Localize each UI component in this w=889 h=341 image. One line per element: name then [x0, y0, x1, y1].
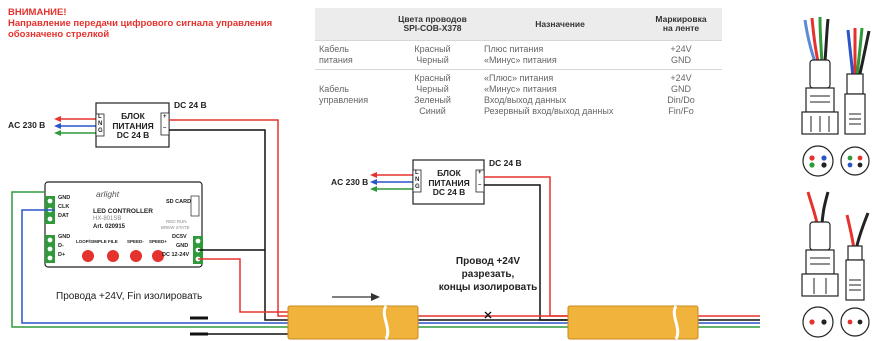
psu1-terminal-l: L	[98, 114, 102, 120]
psu2-terminal-g: G	[415, 184, 420, 190]
controller-pin-clk: CLK	[58, 204, 70, 210]
psu1-ac-input-label: AC 230 В	[8, 120, 46, 130]
led-strip-1	[287, 305, 419, 340]
direction-arrow	[332, 293, 380, 301]
connector-illustration-4pin-b	[840, 27, 871, 176]
warning-line-1: Направление передачи цифрового сигнала у…	[8, 18, 273, 29]
button-loop-simple	[82, 250, 94, 262]
cell-marking: +24V GND	[640, 40, 722, 70]
psu1-output-wires	[169, 119, 288, 321]
button-speed-plus	[152, 250, 164, 262]
psu2-terminal-plus: +	[478, 170, 482, 176]
warning-title: ВНИМАНИЕ!	[8, 7, 67, 18]
wire-spec-table: Цвета проводов SPI-COB-X378 Назначение М…	[315, 8, 722, 120]
controller-pin-gnd-right: GND	[176, 243, 189, 249]
ac-input-arrows-1	[54, 116, 96, 136]
power-supply-1	[95, 102, 170, 148]
controller-title: LED CONTROLLER	[93, 208, 153, 215]
cell-colors: Красный Черный Зеленый Синий	[385, 69, 480, 120]
isolate-note: Провода +24V, Fin изолировать	[56, 291, 203, 302]
connector-illustration-2pin-b	[840, 212, 870, 337]
button-file	[107, 250, 119, 262]
strip-through-wires	[418, 311, 760, 328]
header-cable	[315, 8, 385, 41]
controller-output-wires	[11, 191, 288, 336]
controller-brand-logo: arlight	[96, 189, 120, 199]
psu2-terminal-l: L	[415, 170, 419, 176]
controller-article: Art. 020915	[93, 224, 126, 230]
cell-cable: Кабель питания	[315, 40, 385, 70]
cell-purpose: «Плюс» питания «Минус» питания Вход/выхо…	[480, 69, 640, 120]
button-label-file: FILE	[108, 239, 118, 244]
ac-input-arrows-2	[370, 172, 413, 192]
controller-pin-gnd-top: GND	[58, 195, 71, 201]
psu2-terminal-n: N	[415, 177, 420, 183]
psu1-terminal-n: N	[98, 121, 103, 127]
psu2-output-wires	[484, 176, 568, 321]
psu2-ac-input-label: AC 230 В	[331, 177, 369, 187]
button-speed-minus	[130, 250, 142, 262]
controller-model: HX-801SB	[93, 216, 122, 222]
controller-pin-dat: DAT	[58, 213, 69, 219]
table-row: Кабель питания Красный Черный Плюс питан…	[315, 40, 722, 70]
button-label-speed-minus: SPEED-	[127, 239, 144, 244]
cell-colors: Красный Черный	[385, 40, 480, 70]
controller-pin-dc-12-24v: DC 12-24V	[162, 252, 190, 258]
warning-line-2: обозначено стрелкой	[8, 29, 110, 40]
controller-sd-card-label: SD CARD	[166, 199, 192, 205]
table-header-row: Цвета проводов SPI-COB-X378 Назначение М…	[315, 8, 722, 41]
button-label-loop-simple: LOOP/SIMPLE	[76, 239, 107, 244]
psu1-dc-output-label: DC 24 В	[174, 100, 207, 110]
table-row: Кабель управления Красный Черный Зеленый…	[315, 69, 722, 120]
header-purpose: Назначение	[480, 8, 640, 41]
controller-pin-d-minus: D-	[58, 243, 64, 249]
cell-cable: Кабель управления	[315, 69, 385, 120]
led-strip-2	[567, 305, 699, 340]
connector-illustration-2pin-a	[801, 191, 839, 338]
header-wire-colors: Цвета проводов SPI-COB-X378	[385, 8, 480, 41]
psu2-dc-output-label: DC 24 В	[489, 158, 522, 168]
psu2-terminal-minus: –	[478, 182, 482, 188]
controller-led-label-2: BREW STATE	[161, 225, 190, 230]
cell-purpose: Плюс питания «Минус» питания	[480, 40, 640, 70]
controller-pin-gnd-bottom: GND	[58, 234, 71, 240]
psu1-terminal-plus: +	[163, 114, 167, 120]
controller-pin-d-plus: D+	[58, 252, 66, 258]
connector-illustration-4pin-a	[801, 16, 839, 177]
power-supply-2	[412, 159, 485, 205]
psu1-terminal-g: G	[98, 128, 103, 134]
cell-marking: +24V GND Din/Do Fin/Fo	[640, 69, 722, 120]
header-marking: Маркировка на ленте	[640, 8, 722, 41]
button-label-speed-plus: SPEED+	[149, 239, 167, 244]
psu1-terminal-minus: –	[163, 125, 167, 131]
controller-pin-dc5v: DC5V	[172, 234, 187, 240]
controller-led-label-1: RED RUN	[166, 219, 187, 224]
